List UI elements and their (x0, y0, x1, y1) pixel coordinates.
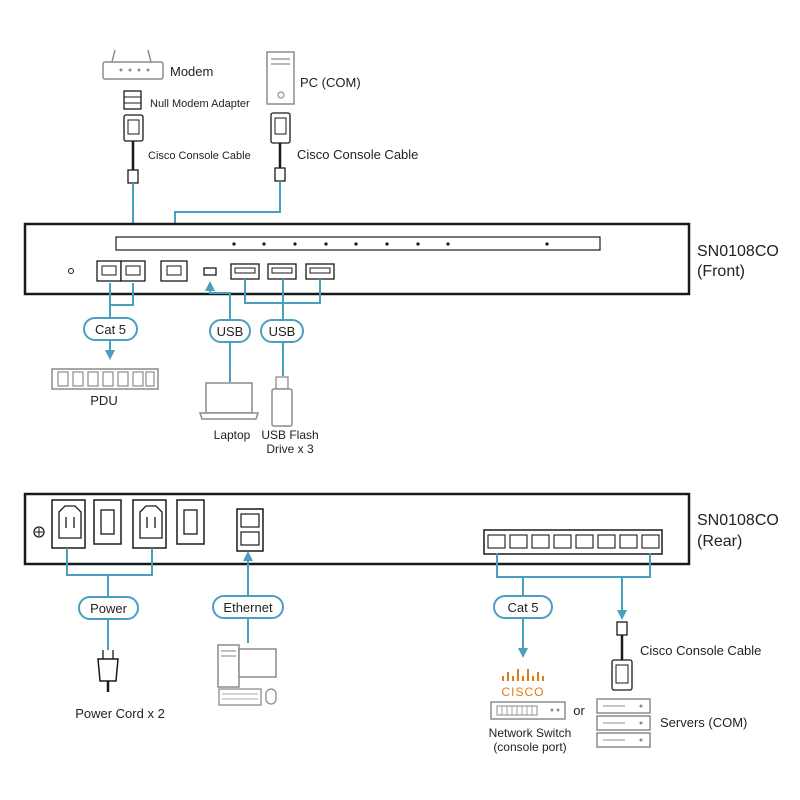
pc-tower-icon (266, 51, 295, 105)
pc-com-label: PC (COM) (300, 75, 361, 90)
rear-cat5-pill (493, 595, 553, 619)
ethernet-pill-label: Ethernet (223, 600, 273, 615)
power-plug-icon (97, 650, 119, 692)
front-usb-port-1 (230, 263, 260, 280)
rear-side-label: (Rear) (697, 533, 742, 550)
laptop-usb-pill (209, 319, 251, 343)
console-cable-right-icon (270, 112, 291, 182)
cisco-logo-text: CISCO (501, 685, 544, 699)
power-cord-label: Power Cord x 2 (75, 706, 165, 721)
pdu-icon (51, 368, 159, 390)
rear-console-cable-icon (611, 621, 633, 691)
network-switch-icon (490, 701, 566, 720)
front-model-label: SN0108CO (697, 243, 779, 260)
pdu-cat5-label: Cat 5 (95, 322, 126, 337)
front-panel (23, 222, 691, 296)
network-switch-label-line2: (console port) (493, 740, 566, 754)
rear-cisco-console-cable-label: Cisco Console Cable (640, 643, 761, 658)
modem-label: Modem (170, 64, 213, 79)
servers-label: Servers (COM) (660, 715, 747, 730)
power-pill (78, 596, 139, 620)
laptop-usb-label: USB (217, 324, 244, 339)
flash-usb-pill (260, 319, 304, 343)
flash-usb-label: USB (269, 324, 296, 339)
power-inlet-2 (132, 499, 167, 549)
rear-cat5-label: Cat 5 (507, 600, 538, 615)
or-label: or (573, 703, 585, 718)
rear-model-label: SN0108CO (697, 512, 779, 529)
front-usb-port-2 (267, 263, 297, 280)
laptop-label: Laptop (214, 428, 251, 442)
laptop-icon (198, 382, 260, 420)
pdu-label: PDU (90, 393, 117, 408)
modem-icon (102, 49, 164, 80)
console-cable-left-icon (123, 114, 144, 184)
servers-icon (596, 698, 651, 748)
front-rj45-port-1 (96, 260, 122, 282)
null-modem-adapter-icon (123, 90, 142, 110)
front-rj45-port-2 (120, 260, 146, 282)
rear-ethernet-ports (236, 508, 264, 552)
front-usb-port-3 (305, 263, 335, 280)
power-switch-1 (93, 499, 122, 545)
usb-flash-drive-icon (271, 376, 293, 427)
null-modem-adapter-label: Null Modem Adapter (150, 98, 250, 110)
front-side-label: (Front) (697, 263, 745, 280)
usb-flash-label-line2: Drive x 3 (266, 442, 314, 456)
cisco-console-cable-left-label: Cisco Console Cable (148, 150, 251, 162)
ethernet-pill (212, 595, 284, 619)
power-pill-label: Power (90, 601, 128, 616)
pdu-cat5-pill (83, 317, 138, 341)
cisco-console-cable-right-label: Cisco Console Cable (297, 147, 418, 162)
usb-flash-label-line1: USB Flash (261, 428, 318, 442)
power-switch-2 (176, 499, 205, 545)
power-inlet-1 (51, 499, 86, 549)
front-mini-usb-port (203, 267, 217, 276)
rear-console-ports (483, 529, 663, 555)
desktop-pc-icon (217, 644, 277, 706)
rear-ports-link (496, 553, 651, 578)
front-rj45-port-3 (160, 260, 188, 282)
cisco-logo-icon (502, 669, 544, 681)
network-switch-label-line1: Network Switch (489, 726, 572, 740)
